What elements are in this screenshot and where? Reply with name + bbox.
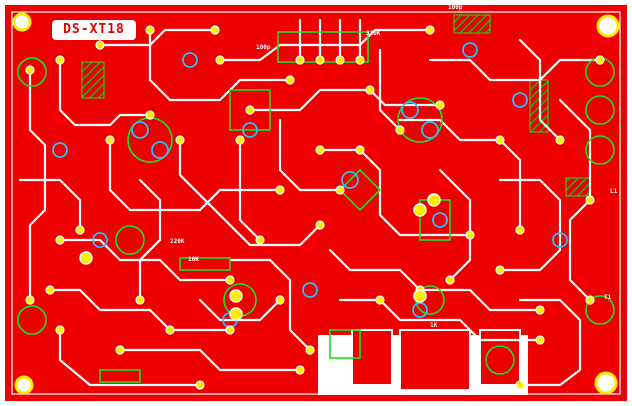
silk-res-4: 1K: [430, 322, 438, 329]
hatch-area-1: [81, 61, 105, 99]
silkscreen-outlines: [17, 31, 615, 383]
silk-res-3: 220K: [170, 238, 185, 245]
bottom-copper-block-2: [399, 329, 471, 391]
silk-ic-1: L1: [610, 188, 618, 195]
mounting-holes: [12, 12, 620, 395]
large-pads: [79, 193, 441, 321]
silk-cap-1: 100p: [256, 44, 271, 51]
hatch-area-3: [565, 177, 591, 197]
silk-res-2: 10K: [188, 256, 199, 263]
board-title-label: DS-XT18: [52, 20, 136, 40]
pads: [25, 25, 605, 390]
silk-cap-2: 100p: [448, 4, 463, 11]
hatch-area-4: [453, 14, 491, 34]
silk-ic-2: T1: [604, 294, 612, 301]
silk-res-1: 330K: [366, 30, 381, 37]
traces: [18, 18, 602, 387]
board-outline: [11, 11, 621, 395]
via-rings: [52, 42, 568, 328]
